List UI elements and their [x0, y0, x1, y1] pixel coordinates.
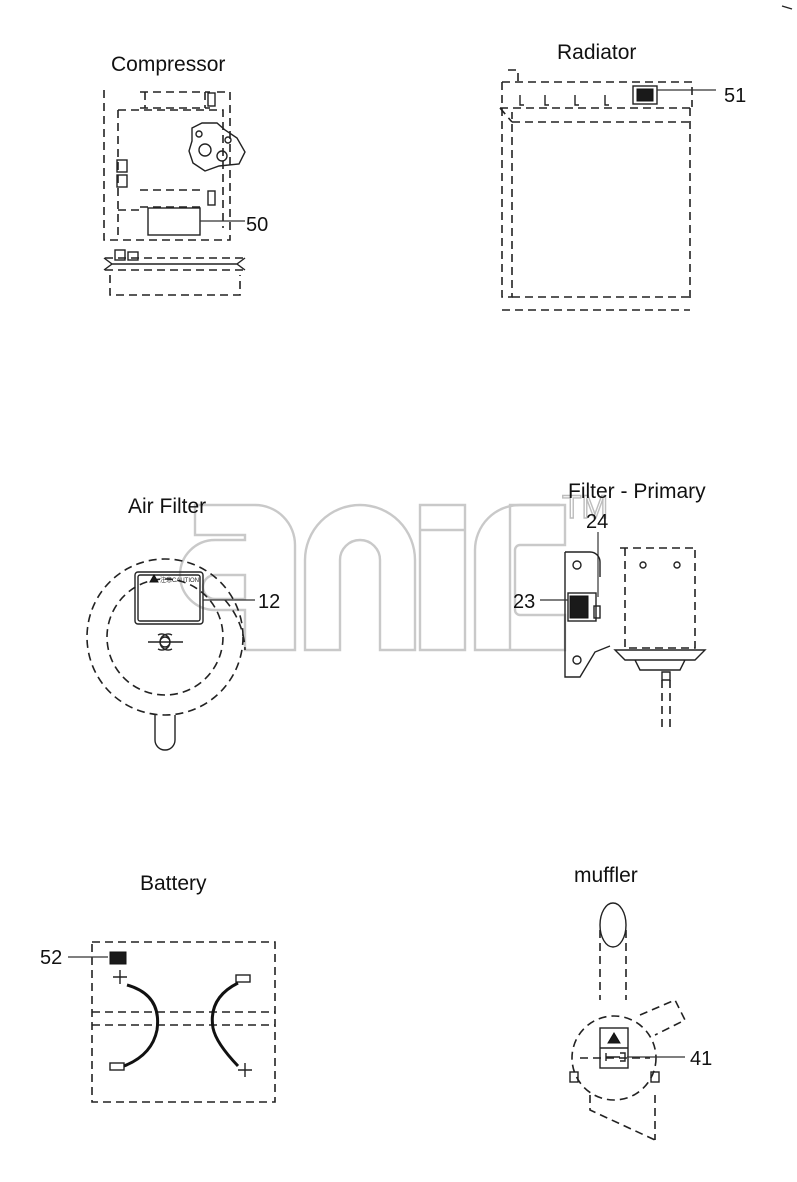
callout-41: 41 [690, 1048, 712, 1070]
compressor-title: Compressor [111, 53, 225, 76]
callout-51: 51 [724, 85, 746, 107]
muffler-title: muffler [574, 864, 638, 887]
battery-drawing: Battery 52 [40, 872, 276, 1103]
air-filter-title: Air Filter [128, 495, 206, 518]
callout-52: 52 [40, 947, 62, 969]
decal-caution: CAUTION [172, 578, 199, 584]
watermark-logo: TM [178, 488, 609, 652]
radiator-drawing: Radiator 51 [499, 41, 746, 311]
air-filter-drawing: Air Filter 注意 CAUTION 12 [86, 495, 280, 751]
muffler-drawing: muffler 41 [569, 864, 712, 1141]
compressor-drawing: Compressor 50 [103, 53, 268, 296]
corner-mark [781, 5, 793, 10]
watermark-trademark: TM [562, 489, 608, 525]
decal-prefix: 注意 [160, 576, 172, 584]
filter-primary-title: Filter - Primary [568, 480, 706, 503]
radiator-title: Radiator [557, 41, 636, 64]
callout-24: 24 [586, 511, 608, 533]
battery-title: Battery [140, 872, 207, 895]
callout-12: 12 [258, 591, 280, 613]
callout-50: 50 [246, 214, 268, 236]
filter-primary-drawing: Filter - Primary 24 23 [513, 480, 707, 730]
callout-23: 23 [513, 591, 535, 613]
